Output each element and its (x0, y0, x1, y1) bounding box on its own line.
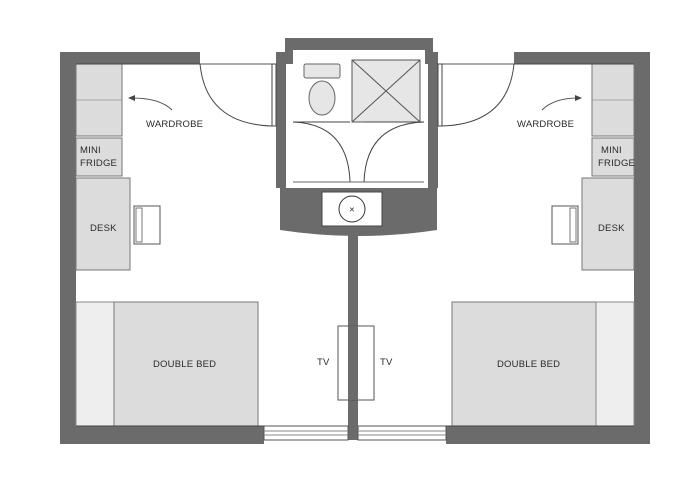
left-window (263, 425, 349, 441)
left-mini-fridge-label-2: FRIDGE (80, 158, 117, 169)
left-bed-label: DOUBLE BED (153, 359, 216, 370)
right-mini-fridge-label-2: FRIDGE (598, 158, 635, 169)
right-window (357, 425, 447, 441)
left-room-top-wall (60, 52, 200, 64)
right-mini-fridge (591, 137, 635, 177)
left-desk-label: DESK (90, 223, 117, 234)
bathroom-door-swing-left[interactable] (292, 121, 351, 183)
sink-drain-icon: × (349, 205, 355, 216)
right-mini-fridge-label-1: MINI (601, 145, 622, 156)
right-room-top-wall (514, 52, 650, 64)
bathroom-left-wall (276, 52, 286, 188)
right-wardrobe-label: WARDROBE (517, 119, 574, 130)
left-room-door-swing (199, 63, 273, 127)
bathroom-top-wall (285, 38, 433, 50)
toilet-bowl (308, 80, 336, 116)
bathroom-top-right-step (425, 38, 433, 64)
right-bed-label: DOUBLE BED (497, 359, 560, 370)
left-wardrobe-label: WARDROBE (146, 119, 203, 130)
room-doors (199, 63, 515, 127)
right-room-door-swing (441, 63, 515, 127)
left-room-outer-wall (60, 52, 76, 444)
bathroom-right-wall (428, 52, 438, 188)
right-room-bottom-wall (446, 426, 650, 444)
left-mini-fridge-label-1: MINI (80, 145, 101, 156)
left-desk (75, 177, 131, 271)
right-desk-label: DESK (598, 223, 625, 234)
left-room: WARDROBE MINI FRIDGE DESK DOUBLE BED TV (75, 63, 330, 427)
right-room-outer-wall (634, 52, 650, 444)
bathroom: × (292, 59, 425, 227)
right-bed-headboard (595, 301, 635, 427)
right-room: WARDROBE MINI FRIDGE DESK DOUBLE BED TV (380, 63, 635, 427)
right-room-door-leaf[interactable] (437, 63, 443, 127)
right-tv-label: TV (380, 357, 393, 368)
inner-outlines (76, 63, 634, 427)
bathroom-top-left-step (285, 38, 293, 64)
bathroom-door-swing-right[interactable] (363, 121, 425, 183)
left-mini-fridge (75, 137, 123, 177)
sink-basin (338, 195, 366, 223)
left-wardrobe-arrow (131, 97, 173, 111)
right-wardrobe-arrow (541, 97, 579, 111)
left-double-bed (113, 301, 259, 427)
left-tv-label: TV (317, 357, 330, 368)
left-room-bottom-wall (60, 426, 264, 444)
right-desk (581, 177, 635, 271)
right-double-bed (451, 301, 597, 427)
left-room-door-leaf[interactable] (271, 63, 277, 127)
left-bed-headboard (75, 301, 115, 427)
windows (263, 425, 447, 441)
toilet-tank (303, 63, 341, 79)
